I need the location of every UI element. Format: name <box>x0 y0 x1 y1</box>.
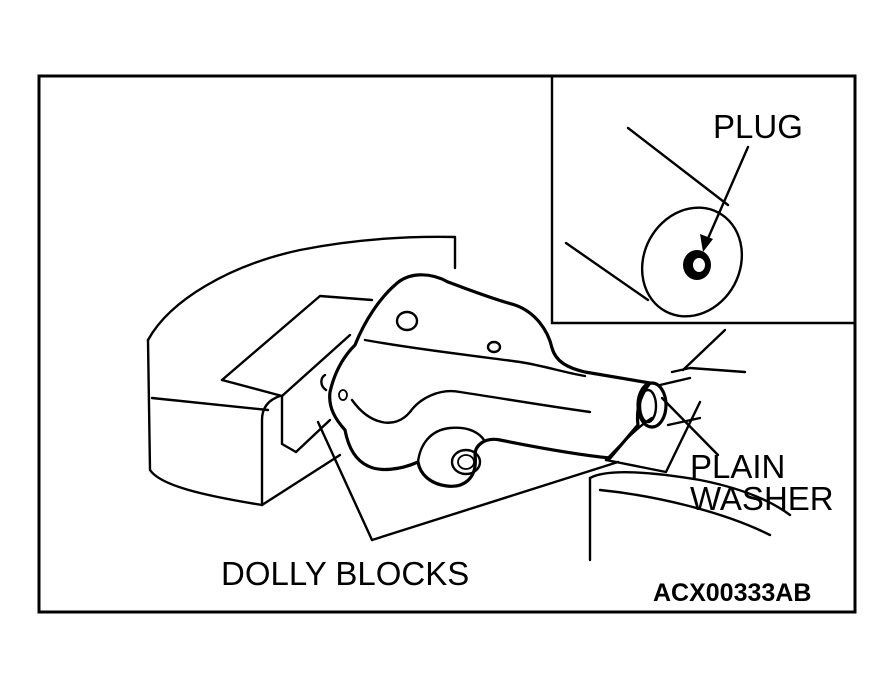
plain-washer-label-line2: WASHER <box>690 480 834 517</box>
arm-lower-edge <box>416 426 486 464</box>
left-block-front <box>260 453 342 507</box>
dolly-leader-right <box>370 460 620 542</box>
dolly-block-left-edge <box>280 333 352 398</box>
left-block-top <box>146 235 457 342</box>
arm-hole-small <box>486 340 502 354</box>
bushing-inner <box>638 388 658 424</box>
arm-hole-lower-inner <box>457 454 475 470</box>
arm-hole-side <box>338 389 348 401</box>
arm-hole-lower-outer <box>450 448 482 476</box>
dolly-leader-left <box>316 420 374 542</box>
left-block-bottom-edge <box>260 394 282 507</box>
inset-shaft-top <box>626 126 730 207</box>
right-block-diagonal <box>604 400 702 474</box>
figure-code: ACX00333AB <box>653 579 811 607</box>
right-block-curve <box>588 471 792 517</box>
plug-label: PLUG <box>713 108 803 145</box>
dolly-blocks-label: DOLLY BLOCKS <box>221 555 469 592</box>
dolly-block-left <box>220 294 374 382</box>
right-block-top <box>670 366 747 374</box>
arm-inner-line-2 <box>350 389 462 424</box>
plug-leader <box>704 145 750 245</box>
dolly-block-left-inner <box>294 418 332 454</box>
arm-hole-upper <box>395 310 419 332</box>
inset-frame <box>550 76 855 325</box>
right-block-upper <box>681 328 727 372</box>
inset-shaft-bottom <box>564 241 650 302</box>
trailing-arm-outline <box>328 273 652 488</box>
left-block-side <box>146 338 264 507</box>
arm-bolt-boss <box>320 373 328 392</box>
main-drawing <box>146 235 792 562</box>
left-block-face <box>150 396 270 412</box>
bushing-outer <box>636 381 668 429</box>
right-block-curve-2 <box>598 488 772 537</box>
plug-ring-inner <box>691 256 707 274</box>
arm-inner-line-1 <box>363 338 587 378</box>
washer-leader <box>660 396 720 457</box>
plain-washer-label-line1: PLAIN <box>690 448 785 485</box>
arm-inner-line-3 <box>458 390 592 414</box>
outer-frame <box>37 74 857 614</box>
right-block-front <box>604 416 654 462</box>
plug-arrowhead <box>700 234 713 252</box>
plug-inset <box>550 76 855 325</box>
dolly-block-left-face <box>220 378 298 454</box>
